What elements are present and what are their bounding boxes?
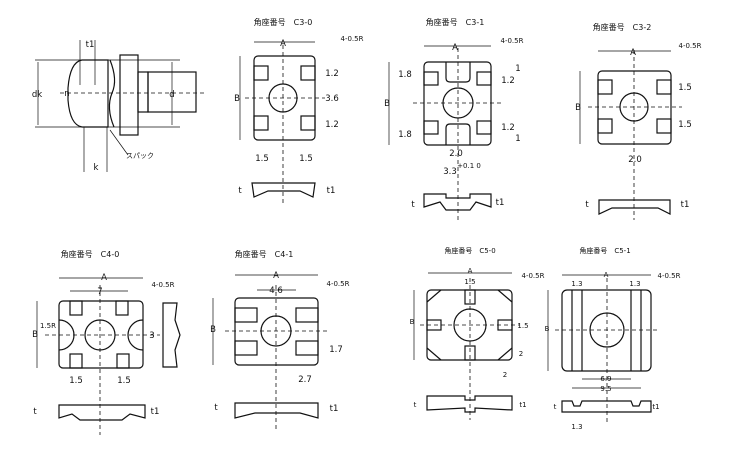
- part-title: 角座番号 C3-1: [426, 17, 485, 27]
- dim-right-3: 1.2: [501, 123, 515, 133]
- dim-right: 1.5: [117, 376, 131, 386]
- dim-1-3-right: 1.3: [629, 280, 640, 288]
- dim-t: t: [411, 200, 415, 210]
- dim-t1: t1: [330, 404, 339, 414]
- washer-label: スパック: [126, 152, 154, 160]
- dim-B: B: [575, 103, 581, 113]
- washer-c3-1: 角座番号 C3-1 A 4-0.5R B 1.8 1.8 1 1.2 1.2 1…: [384, 17, 524, 220]
- dim-left-top: 1.8: [398, 70, 412, 80]
- dim-t1: t1: [681, 200, 690, 210]
- dim-bot: 1.5: [678, 120, 692, 130]
- dim-B: B: [234, 94, 240, 104]
- dim-radius: 4-0.5R: [658, 272, 681, 280]
- washer-c5-1: 角座番号 C5-1 A 1.3 1.3 4-0.5R B 6.9 9.5 t t…: [545, 246, 681, 431]
- dim-A: A: [273, 271, 279, 281]
- dim-2-bottom: 2: [503, 371, 507, 379]
- dim-A: A: [101, 273, 107, 283]
- part-title: 角座番号 C4-0: [61, 249, 120, 259]
- dim-right-4: 1: [515, 134, 520, 144]
- dim-9-5: 9.5: [600, 385, 611, 393]
- dim-right-1: 1: [515, 64, 520, 74]
- dim-bot: 1.2: [325, 120, 339, 130]
- dim-radius: 4-0.5R: [522, 272, 545, 280]
- part-title: 角座番号 C3-2: [593, 22, 652, 32]
- dim-7: 7: [97, 287, 102, 297]
- dim-width: 3.3: [443, 167, 457, 177]
- dim-t: t: [414, 401, 417, 409]
- washer-c3-2: 角座番号 C3-2 A 4-0.5R B 1.5 1.5 2.0 t t1: [575, 22, 702, 220]
- dim-A: A: [630, 48, 636, 58]
- dim-t1: t1: [151, 407, 160, 417]
- washer-c4-0: 角座番号 C4-0 A 7 4-0.5R 1.5R B 3 1.5 1.5 t …: [32, 249, 181, 435]
- dim-right-2: 1.2: [501, 76, 515, 86]
- washer-c3-0: 角座番号 C3-0 A 4-0.5R B 1.2 3.6 1.2 1.5 1.5…: [234, 17, 364, 205]
- dim-top: 1.2: [325, 69, 339, 79]
- part-title: 角座番号 C5-1: [579, 246, 630, 255]
- dim-6-9: 6.9: [600, 375, 611, 383]
- dim-A: A: [604, 271, 609, 279]
- dim-left-bottom: 1.8: [398, 130, 412, 140]
- dim-radius: 4-0.5R: [152, 281, 175, 289]
- dim-4-6: 4.6: [269, 286, 283, 296]
- dim-B: B: [545, 325, 550, 333]
- dim-A: A: [468, 267, 473, 275]
- dim-slot: 2.0: [449, 149, 463, 159]
- part-title: 角座番号 C4-1: [235, 249, 294, 259]
- dim-top: 1.5: [678, 83, 692, 93]
- dim-B: B: [210, 325, 216, 335]
- dim-notch-radius: 1.5R: [40, 322, 56, 330]
- washer-c5-0: 角座番号 C5-0 A 1.5 4-0.5R B 1.5 2 2 t t1: [410, 246, 545, 420]
- dim-t: t: [214, 403, 218, 413]
- dim-B: B: [410, 318, 415, 326]
- dim-radius: 4-0.5R: [327, 280, 350, 288]
- screw-assembly-drawing: t1 dk n d k スパック: [32, 40, 205, 173]
- dim-t1: t1: [86, 40, 95, 50]
- dim-right: 1.5: [299, 154, 313, 164]
- dim-1-7: 1.7: [329, 345, 343, 355]
- dim-t1: t1: [652, 403, 659, 411]
- dim-1-5: 1.5: [517, 322, 528, 330]
- dim-t: t: [554, 403, 557, 411]
- dim-2-7: 2.7: [298, 375, 312, 385]
- dim-k: k: [94, 163, 99, 173]
- dim-d: d: [169, 90, 174, 100]
- part-title: 角座番号 C3-0: [254, 17, 313, 27]
- dim-tolerance: +0.1 0: [457, 162, 481, 170]
- dim-A: A: [452, 43, 458, 53]
- dim-t1: t1: [519, 401, 526, 409]
- dim-mid: 3.6: [325, 94, 339, 104]
- dim-t: t: [238, 186, 242, 196]
- dim-1-3-bottom: 1.3: [571, 423, 582, 431]
- dim-3: 3: [149, 331, 154, 341]
- dim-left: 1.5: [69, 376, 83, 386]
- dim-t1: t1: [327, 186, 336, 196]
- dim-left: 1.5: [255, 154, 269, 164]
- dim-t1: t1: [496, 198, 505, 208]
- part-title: 角座番号 C5-0: [444, 246, 495, 255]
- dim-radius: 4-0.5R: [679, 42, 702, 50]
- dim-1-3-left: 1.3: [571, 280, 582, 288]
- dim-width: 2.0: [628, 155, 642, 165]
- dim-radius: 4-0.5R: [501, 37, 524, 45]
- dim-t: t: [33, 407, 37, 417]
- dim-t: t: [585, 200, 589, 210]
- dim-B: B: [32, 330, 38, 340]
- dim-n: n: [64, 89, 69, 99]
- dim-B: B: [384, 99, 390, 109]
- washer-c4-1: 角座番号 C4-1 A 4.6 4-0.5R B 1.7 2.7 t t1: [210, 249, 350, 430]
- dim-dk: dk: [32, 90, 42, 100]
- dim-A: A: [280, 39, 286, 49]
- dim-2-right: 2: [519, 350, 523, 358]
- dim-radius: 4-0.5R: [341, 35, 364, 43]
- dim-slot: 1.5: [464, 278, 475, 286]
